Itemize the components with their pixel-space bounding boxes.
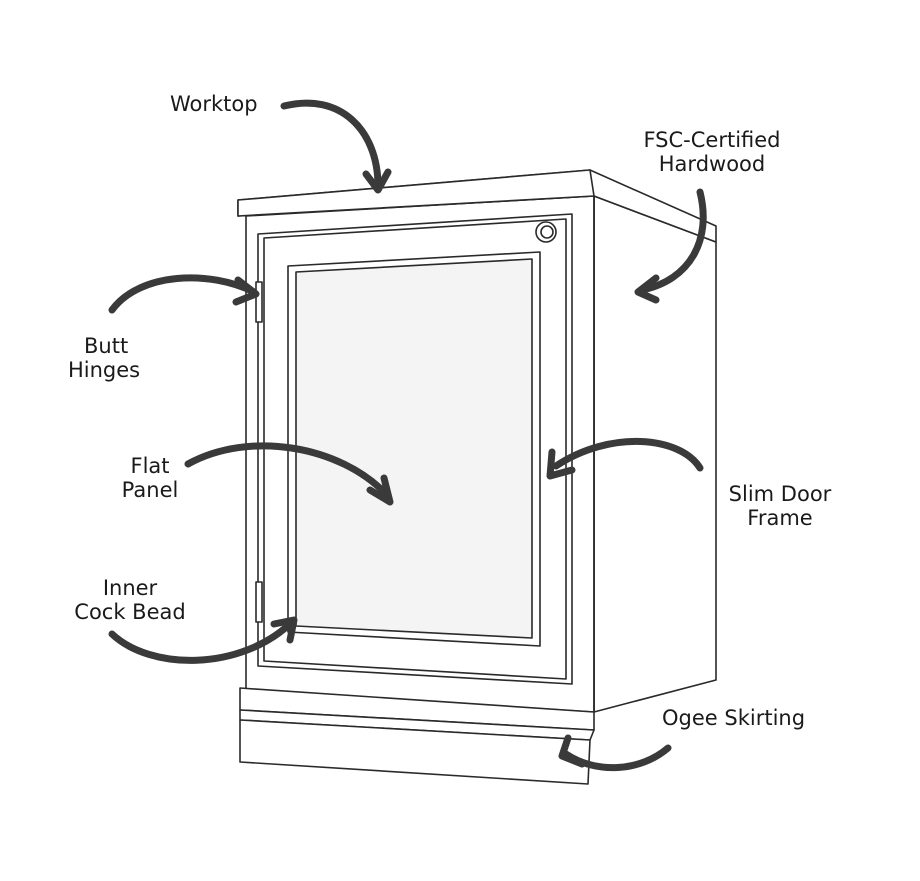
label-ogee-skirting: Ogee Skirting [662, 706, 806, 730]
butt-hinge-top [255, 281, 263, 323]
label-fsc-certified-hardwood: FSC-Certified Hardwood [643, 128, 781, 176]
arrow-fsc [638, 188, 707, 294]
skirting-base [239, 719, 591, 785]
flat-panel [295, 258, 533, 639]
label-flat-panel: Flat Panel [121, 454, 179, 502]
arrow-flat-panel-head [366, 474, 394, 506]
label-slim-door-frame: Slim Door Frame [728, 482, 832, 530]
arrow-flat-panel [184, 442, 390, 498]
arrow-worktop-head [362, 168, 392, 194]
butt-hinge-bottom [255, 581, 263, 623]
arrow-slim-frame [552, 438, 704, 472]
label-worktop: Worktop [170, 92, 258, 116]
arrow-cock-bead [108, 618, 296, 664]
arrow-worktop [280, 99, 382, 190]
arrow-cock-bead-head [270, 616, 298, 644]
arrow-slim-frame-head [546, 448, 576, 480]
arrow-butt-hinges-head [232, 276, 260, 306]
arrow-fsc-head [634, 274, 660, 304]
arrow-butt-hinges [108, 274, 258, 314]
label-inner-cock-bead: Inner Cock Bead [74, 576, 186, 624]
arrow-skirting-head [558, 734, 586, 768]
cabinet-side-panel [593, 195, 717, 713]
label-butt-hinges: Butt Hinges [68, 334, 141, 382]
